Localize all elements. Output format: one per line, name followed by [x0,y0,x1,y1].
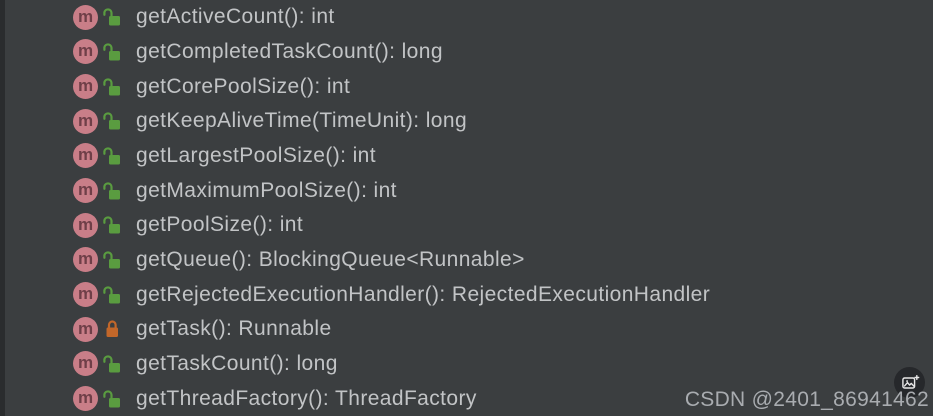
method-row[interactable]: m getQueue(): BlockingQueue<Runnable> [5,243,933,278]
method-icon: m [73,316,98,342]
add-image-icon[interactable] [894,367,925,398]
method-signature: getCorePoolSize(): int [136,74,351,98]
method-row[interactable]: m getCompletedTaskCount(): long [5,35,933,70]
public-unlocked-icon [103,8,120,26]
method-icon-letter: m [77,214,94,234]
public-unlocked-icon [103,147,120,165]
method-row[interactable]: m getMaximumPoolSize(): int [5,173,933,208]
package-locked-icon [106,320,118,338]
method-icon: m [73,143,98,169]
method-signature: getRejectedExecutionHandler(): RejectedE… [136,282,711,306]
method-row[interactable]: m getCorePoolSize(): int [5,69,933,104]
public-unlocked-icon [103,77,120,96]
method-row[interactable]: m getRejectedExecutionHandler(): Rejecte… [5,277,933,312]
method-list: m getActiveCount(): int m getCompletedTa… [5,0,933,416]
method-icon: m [73,108,98,134]
method-row[interactable]: m getThreadFactory(): ThreadFactory [5,381,933,416]
method-icon-letter: m [77,318,94,338]
method-row[interactable]: m getActiveCount(): int [5,0,933,35]
method-signature: getActiveCount(): int [136,5,335,29]
method-row[interactable]: m getLargestPoolSize(): int [5,139,933,174]
method-icon-letter: m [77,284,94,304]
method-signature: getLargestPoolSize(): int [136,143,376,167]
method-icon: m [73,282,98,308]
method-signature: getThreadFactory(): ThreadFactory [136,386,477,410]
method-icon-letter: m [77,76,94,96]
method-icon: m [73,178,98,204]
method-icon: m [73,4,98,30]
method-icon-letter: m [77,110,94,130]
method-signature: getQueue(): BlockingQueue<Runnable> [136,247,525,271]
method-icon-letter: m [77,41,94,61]
public-unlocked-icon [103,355,120,373]
left-gutter [0,0,5,416]
method-signature: getMaximumPoolSize(): int [136,178,397,202]
method-icon-letter: m [77,388,94,408]
method-icon-letter: m [77,353,94,373]
public-unlocked-icon [103,251,120,269]
method-icon: m [73,39,98,65]
public-unlocked-icon [103,285,120,304]
method-icon: m [73,247,98,273]
method-icon: m [73,351,98,377]
method-signature: getTask(): Runnable [136,317,332,341]
public-unlocked-icon [103,43,120,61]
method-signature: getTaskCount(): long [136,351,338,375]
method-icon: m [73,386,98,412]
method-row[interactable]: m getTaskCount(): long [5,347,933,382]
public-unlocked-icon [103,389,120,408]
method-signature: getCompletedTaskCount(): long [136,39,443,63]
method-row[interactable]: m getPoolSize(): int [5,208,933,243]
public-unlocked-icon [103,216,120,234]
method-icon-letter: m [77,249,94,269]
method-icon: m [73,212,98,238]
method-row[interactable]: m getKeepAliveTime(TimeUnit): long [5,104,933,139]
method-icon-letter: m [77,145,94,165]
method-signature: getPoolSize(): int [136,213,304,237]
watermark-text: CSDN @2401_86941462 [684,388,929,411]
method-icon-letter: m [77,180,94,200]
public-unlocked-icon [103,112,120,130]
method-icon: m [73,74,98,100]
method-icon-letter: m [77,6,94,26]
public-unlocked-icon [103,181,120,200]
method-row[interactable]: m getTask(): Runnable [5,312,933,347]
method-signature: getKeepAliveTime(TimeUnit): long [136,109,468,133]
